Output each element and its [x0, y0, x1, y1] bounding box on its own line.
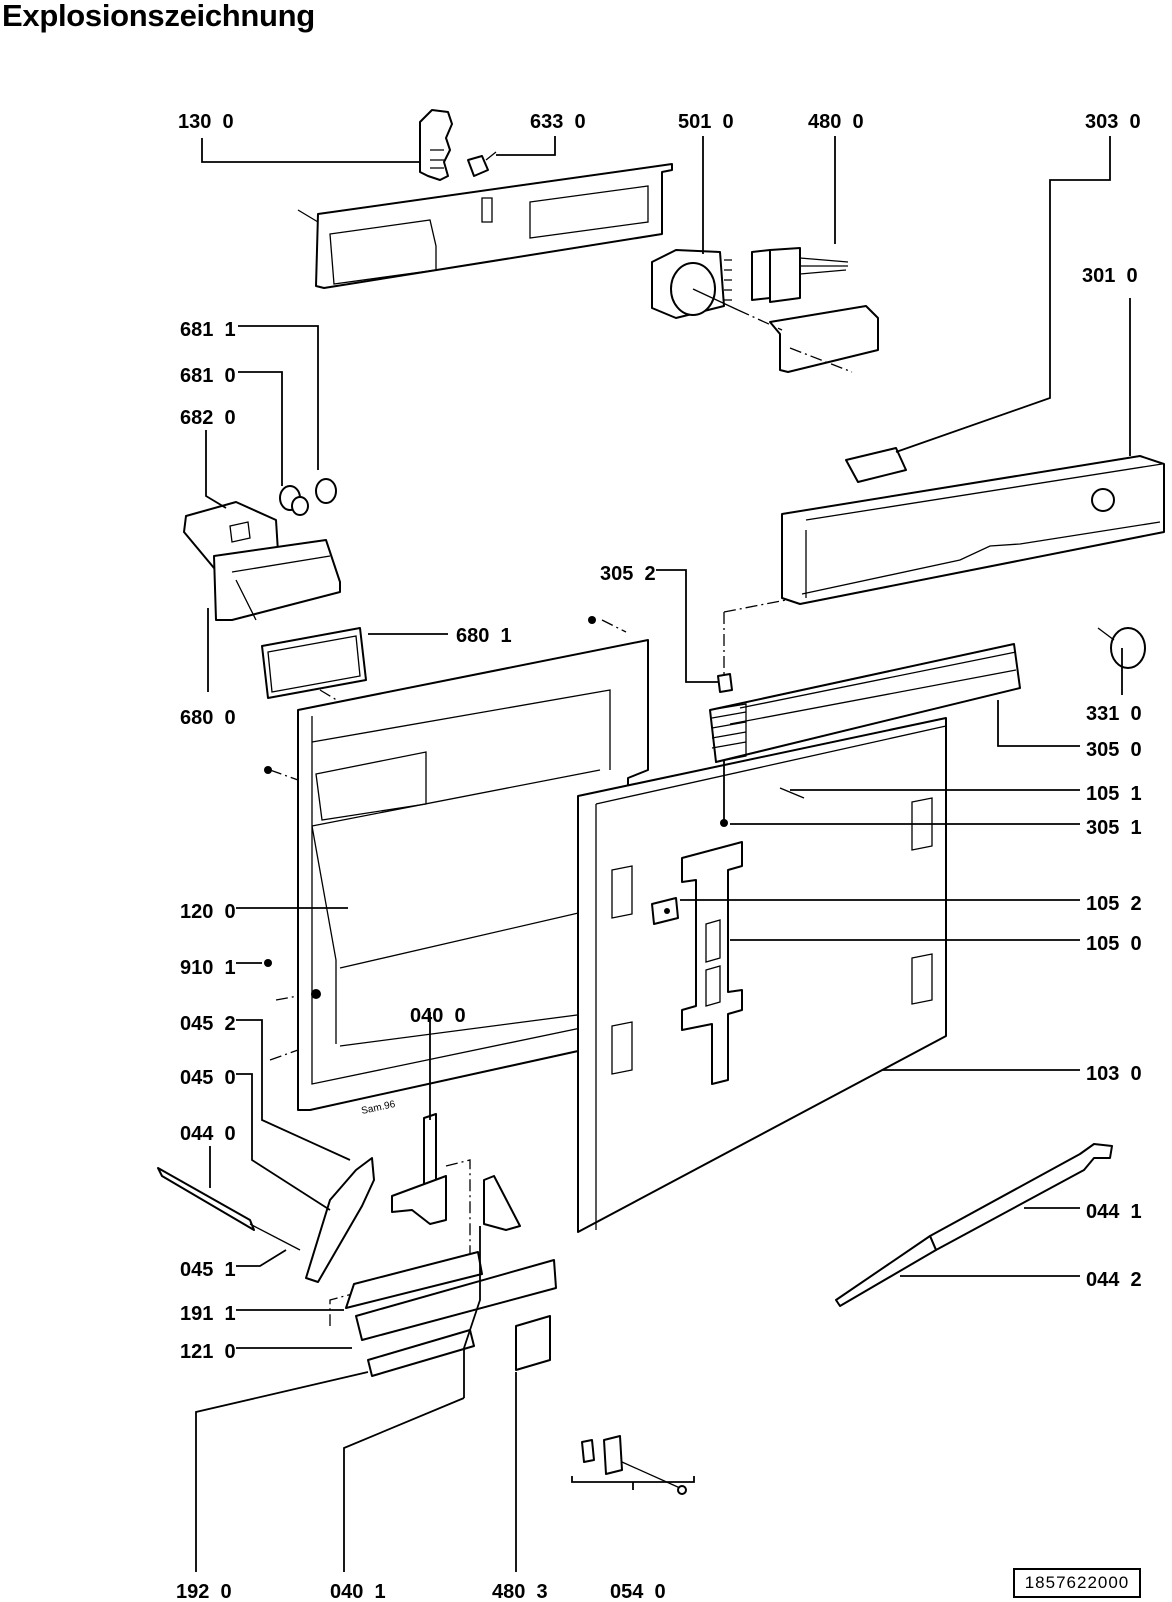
part-681-1-ring [315, 478, 337, 504]
callout-303-0: 303 0 [1085, 111, 1141, 133]
part-680-0-dispenser [213, 539, 341, 621]
part-680-1-gasket [261, 627, 367, 699]
part-130-0-door-switch [419, 109, 453, 181]
callout-044-1: 044 1 [1086, 1201, 1142, 1223]
callout-681-0: 681 0 [180, 365, 236, 387]
part-331-0-knob [1097, 627, 1146, 669]
callout-044-2: 044 2 [1086, 1269, 1142, 1291]
callout-680-0: 680 0 [180, 707, 236, 729]
callout-633-0: 633 0 [530, 111, 586, 133]
callout-501-0: 501 0 [678, 111, 734, 133]
part-control-frame [297, 163, 673, 289]
callout-480-0: 480 0 [808, 111, 864, 133]
callout-044-0: 044 0 [180, 1123, 236, 1145]
callout-105-1: 105 1 [1086, 783, 1142, 805]
callout-105-0: 105 0 [1086, 933, 1142, 955]
part-054-0-hinge-kit [571, 1435, 695, 1495]
part-480-3-plug [515, 1315, 551, 1371]
callout-682-0: 682 0 [180, 407, 236, 429]
callout-040-0: 040 0 [410, 1005, 466, 1027]
callout-045-0: 045 0 [180, 1067, 236, 1089]
callout-054-0: 054 0 [610, 1581, 666, 1602]
callout-305-1: 305 1 [1086, 817, 1142, 839]
callout-105-2: 105 2 [1086, 893, 1142, 915]
part-305-0-handle-rail [709, 643, 1021, 763]
callout-301-0: 301 0 [1082, 265, 1138, 287]
document-number-box: 1857622000 [1013, 1568, 1141, 1598]
part-044-2-spring [835, 1235, 937, 1307]
callout-305-2: 305 2 [600, 563, 656, 585]
part-045-0-hinge-arm [305, 1157, 375, 1283]
part-105-2-latch [651, 897, 679, 925]
callout-680-1: 680 1 [456, 625, 512, 647]
part-120-0-inner-door [264, 616, 649, 1111]
callout-130-0: 130 0 [178, 111, 234, 133]
callout-120-0: 120 0 [180, 901, 236, 923]
part-303-0-clip [845, 447, 907, 483]
part-044-1-rod [929, 1143, 1113, 1251]
callout-040-1: 040 1 [330, 1581, 386, 1602]
callout-121-0: 121 0 [180, 1341, 236, 1363]
callout-910-1: 910 1 [180, 957, 236, 979]
callout-labels: 130 0 633 0 501 0 480 0 303 0 301 0 681 … [176, 111, 1142, 1602]
part-305-2-pin [717, 599, 787, 693]
part-501-0-timer [651, 249, 739, 319]
callout-103-0: 103 0 [1086, 1063, 1142, 1085]
annotation-text: Sam.96 [360, 1099, 396, 1117]
part-480-0-wiring-plug [751, 247, 849, 303]
callout-305-0: 305 0 [1086, 739, 1142, 761]
callout-045-2: 045 2 [180, 1013, 236, 1035]
part-044-0-spring [157, 1167, 301, 1251]
callout-192-0: 192 0 [176, 1581, 232, 1602]
leader-lines [195, 136, 1131, 1572]
part-681-0-knob [279, 485, 309, 516]
part-timer-bracket [737, 305, 879, 373]
part-103-0-outer-door [577, 717, 947, 1233]
part-040-1-cover [483, 1175, 521, 1231]
part-105-0-hinge-plate [681, 841, 743, 1085]
part-191-1-rail [345, 1251, 557, 1341]
callout-045-1: 045 1 [180, 1259, 236, 1281]
callout-331-0: 331 0 [1086, 703, 1142, 725]
part-633-0-connector [467, 151, 497, 177]
part-192-0-strip [367, 1329, 475, 1377]
part-040-0-hinge-bracket [329, 1113, 471, 1326]
callout-681-1: 681 1 [180, 319, 236, 341]
part-301-0-control-panel [781, 455, 1165, 605]
callout-480-3: 480 3 [492, 1581, 548, 1602]
page-title: Explosionszeichnung [2, 0, 315, 33]
callout-191-1: 191 1 [180, 1303, 236, 1325]
